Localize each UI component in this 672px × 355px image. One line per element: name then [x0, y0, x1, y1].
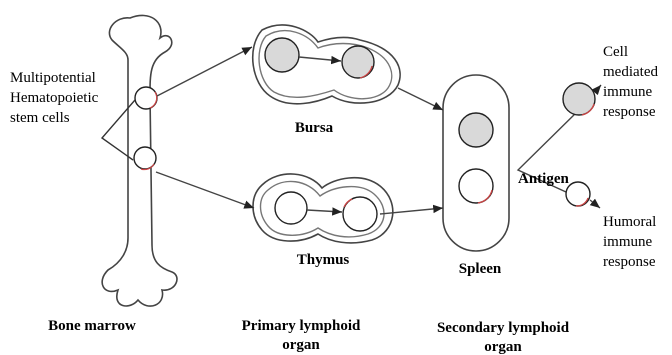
spleen-cell-upper — [459, 113, 493, 147]
bursa-cell-left — [265, 38, 299, 72]
stem-cells-label-1: Multipotential — [10, 70, 96, 86]
spleen-label: Spleen — [459, 261, 502, 277]
antigen-label: Antigen — [518, 171, 569, 187]
spleen-organ — [443, 75, 509, 251]
cell-mediated-label-1: Cell — [603, 44, 628, 60]
stem-cells-label-3: stem cells — [10, 110, 70, 126]
arrow-to-humoral — [590, 200, 600, 208]
thymus-cell-left — [275, 192, 307, 224]
humoral-label-3: response — [603, 254, 656, 270]
primary-lymphoid-label-1: Primary lymphoid — [242, 318, 361, 334]
cell-mediated-label-4: response — [603, 104, 656, 120]
humoral-label-2: immune — [603, 234, 653, 250]
stem-cells-label-2: Hematopoietic — [10, 90, 99, 106]
arrow-bone-to-bursa — [157, 47, 252, 96]
humoral-label-1: Humoral — [603, 214, 656, 230]
bursa-label: Bursa — [295, 120, 334, 136]
thymus-label: Thymus — [297, 252, 350, 268]
humoral-cell — [566, 182, 590, 206]
arrow-to-cell-mediated — [595, 85, 601, 92]
cell-mediated-label-3: immune — [603, 84, 653, 100]
bone-marrow-label: Bone marrow — [48, 318, 136, 334]
secondary-lymphoid-label-2: organ — [484, 339, 522, 355]
cell-mediated-label-2: mediated — [603, 64, 658, 80]
secondary-lymphoid-label-1: Secondary lymphoid — [437, 320, 570, 336]
arrow-bursa-to-spleen — [398, 88, 443, 110]
primary-lymphoid-label-2: organ — [282, 337, 320, 353]
arrow-bone-to-thymus — [156, 172, 254, 208]
